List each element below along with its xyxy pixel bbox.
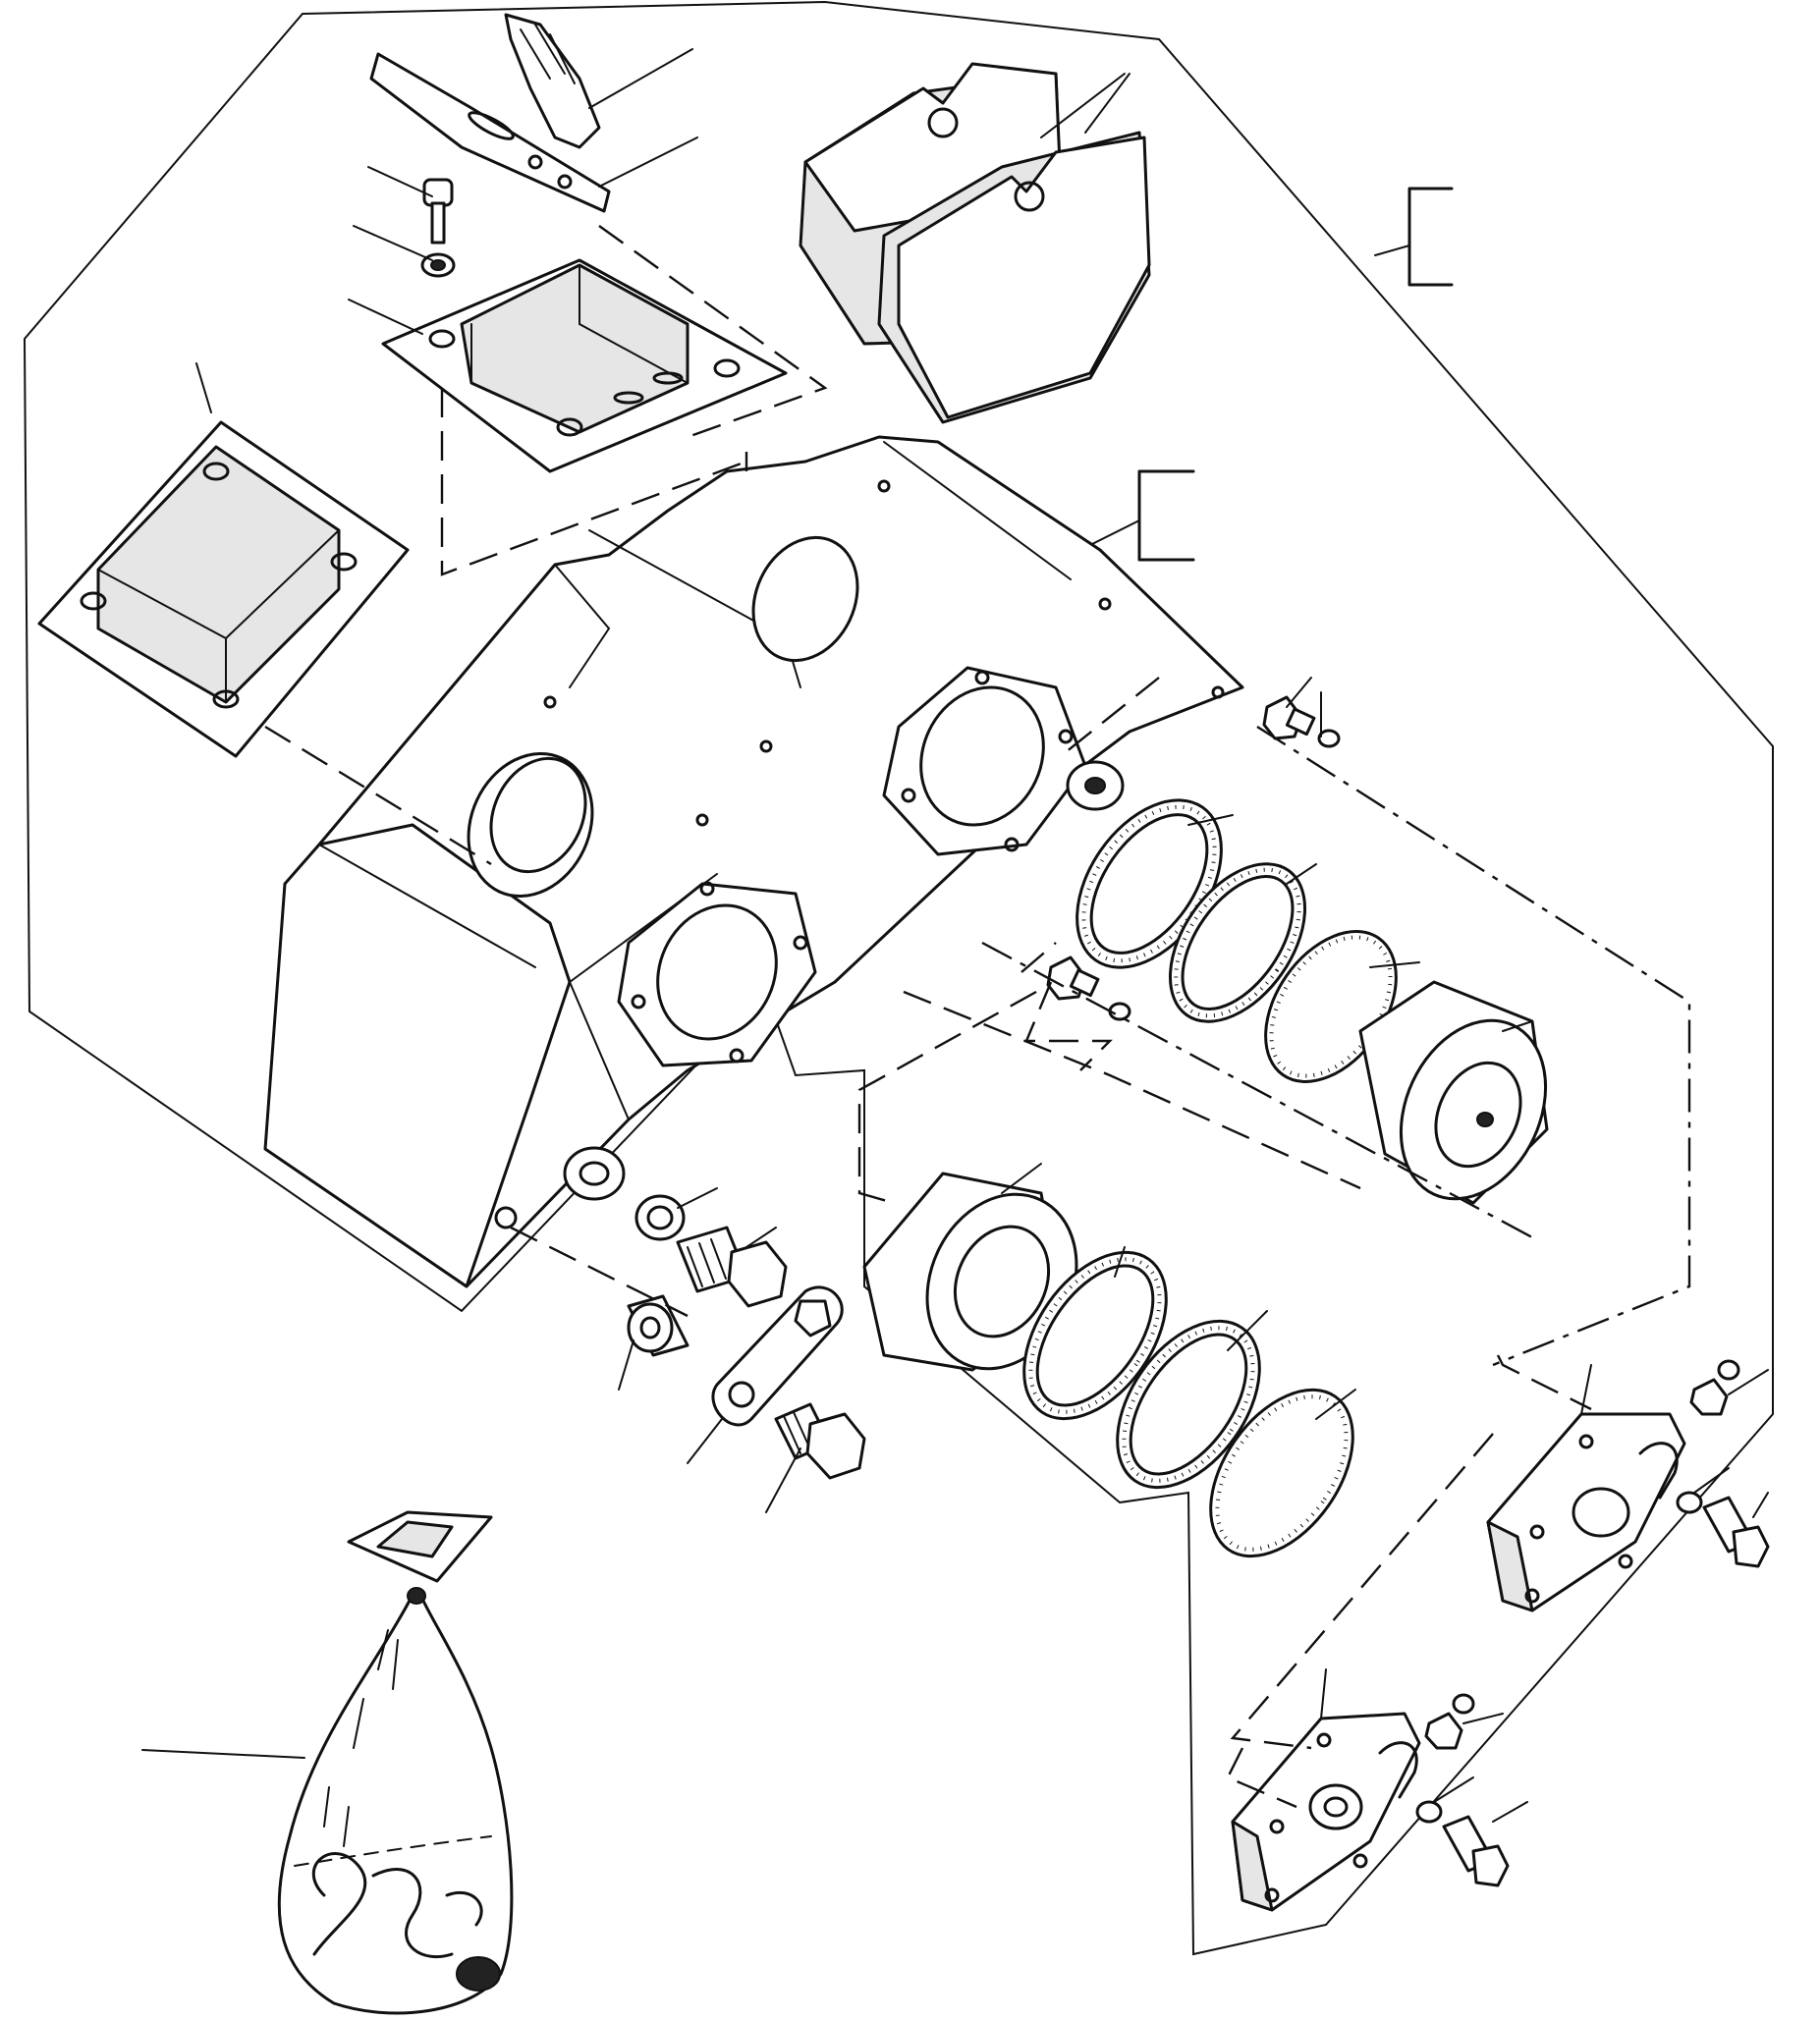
seal-ring-icon xyxy=(1209,1388,1354,1558)
washer-icon xyxy=(634,1194,686,1241)
bleed-screw-icon xyxy=(1424,1693,1475,1750)
end-cover-icon xyxy=(1486,1412,1686,1612)
lock-plate-icon xyxy=(711,1285,844,1427)
shim-plate-icon xyxy=(37,420,410,758)
seal-ring-icon xyxy=(1022,1250,1168,1421)
bolt-icon xyxy=(1702,1496,1770,1568)
bolt-icon xyxy=(774,1402,866,1480)
bleed-screw-icon xyxy=(1689,1359,1740,1416)
piston-icon xyxy=(1358,980,1549,1205)
bush-icon xyxy=(627,1294,689,1357)
bleed-screw-icon xyxy=(1262,695,1341,748)
end-cover-icon xyxy=(1231,1712,1421,1912)
seal-ring-icon xyxy=(1116,1319,1261,1490)
shim-plate-icon xyxy=(381,258,788,473)
bolt-icon xyxy=(1442,1815,1510,1887)
assembly-boundary xyxy=(23,0,1774,1956)
washer-icon xyxy=(1415,1800,1443,1824)
part-leader-lines xyxy=(141,48,1769,1823)
seal-ring-icon xyxy=(1168,862,1307,1023)
bleed-screw-icon xyxy=(1046,955,1131,1021)
assembly-guide-lines xyxy=(264,225,1691,1809)
bolt-icon xyxy=(676,1226,788,1308)
bracket-marker-upper xyxy=(1374,187,1454,287)
brake-pad-pair-icon xyxy=(799,62,1151,424)
wear-indicator-icon xyxy=(369,13,611,213)
washer-icon xyxy=(1676,1491,1703,1514)
repair-kit-bag-icon xyxy=(277,1510,514,2015)
caliper-body-icon xyxy=(263,435,1244,1288)
